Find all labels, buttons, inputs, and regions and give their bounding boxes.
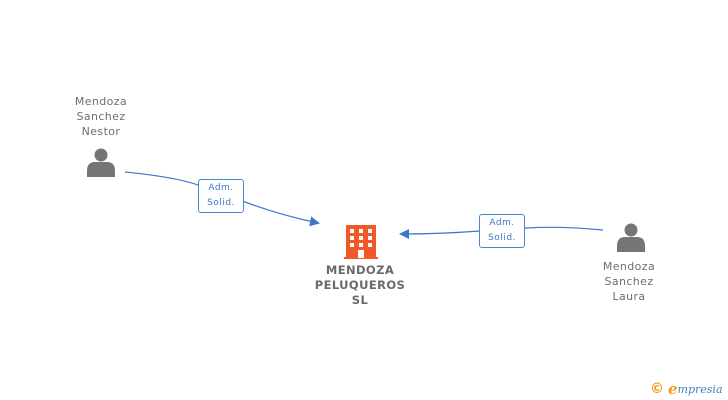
name-line: Nestor [81,125,121,138]
name-line: Laura [612,290,646,303]
role-badge-laura[interactable]: Adm. Solid. [479,214,525,248]
person-icon[interactable] [617,223,645,253]
logo-text: mpresia [677,382,723,396]
person-label-laura[interactable]: Mendoza Sanchez Laura [584,259,674,304]
name-line: Sanchez [604,275,654,288]
name-line: PELUQUEROS [314,278,406,292]
name-line: Mendoza [74,95,128,108]
role-line: Adm. [489,218,515,228]
copyright-icon: © [650,381,664,397]
name-line: MENDOZA [325,263,395,277]
role-line: Solid. [488,233,516,243]
name-line: Mendoza [602,260,656,273]
brand-logo[interactable]: © e mpresia [650,379,723,399]
name-line: Sanchez [76,110,126,123]
company-label[interactable]: MENDOZA PELUQUEROS SL [300,263,420,308]
logo-letter: e [668,380,678,398]
role-line: Solid. [207,198,235,208]
role-line: Adm. [208,183,234,193]
person-icon[interactable] [87,148,115,178]
role-badge-nestor[interactable]: Adm. Solid. [198,179,244,213]
person-label-nestor[interactable]: Mendoza Sanchez Nestor [56,94,146,139]
name-line: SL [351,293,369,307]
building-icon[interactable] [344,225,378,259]
